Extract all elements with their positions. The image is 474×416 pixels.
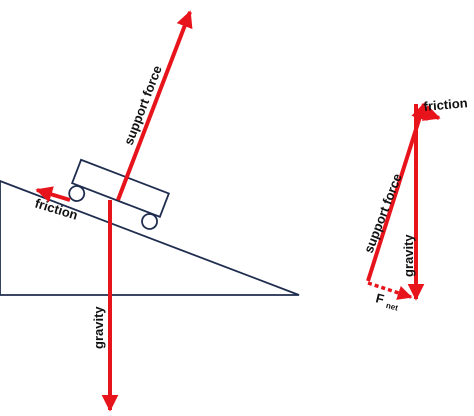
gravity-label-left: gravity [91, 306, 106, 349]
cart-wheel-right [141, 213, 158, 230]
net-force-label: F net [374, 290, 401, 312]
gravity-label-right: gravity [401, 234, 416, 277]
net-force-arrow [367, 281, 413, 300]
friction-vector-arrow [421, 105, 441, 121]
net-force-label-sub: net [385, 301, 399, 313]
friction-label-right: friction [423, 95, 468, 114]
friction-arrow [35, 186, 71, 203]
support-force-label-right: support force [361, 171, 405, 255]
net-force-label-main: F [374, 290, 385, 306]
support-force-arrow [116, 10, 193, 201]
ramp-outline [0, 180, 300, 296]
cart-wheel-left [68, 185, 86, 202]
support-force-vector-arrow [366, 102, 428, 282]
